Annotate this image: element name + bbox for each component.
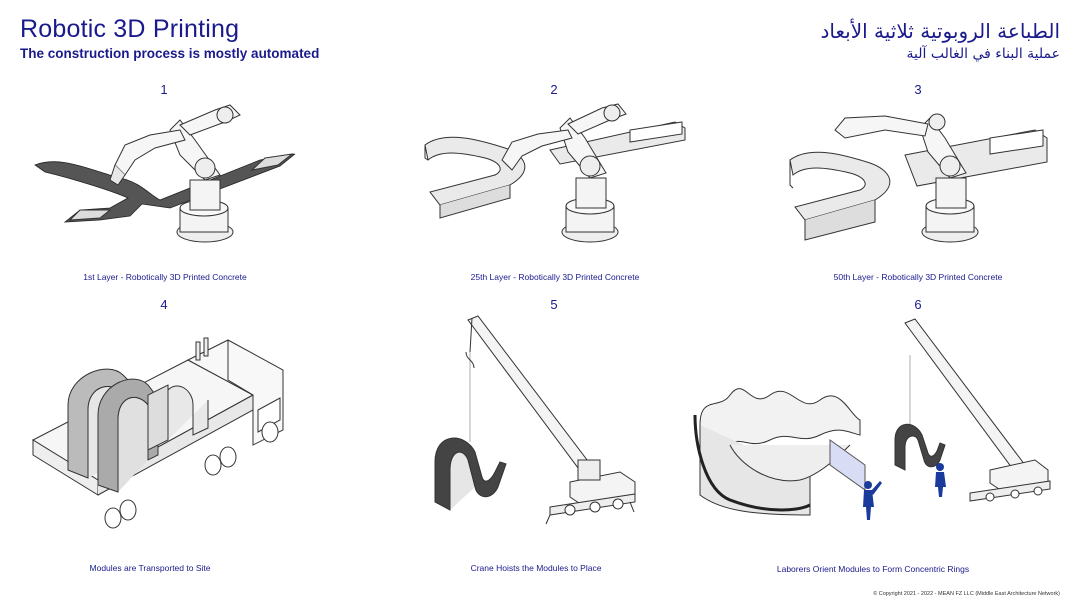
step-number-2: 2: [550, 82, 558, 97]
page-title-arabic: الطباعة الروبوتية ثلاثية الأبعاد: [820, 19, 1060, 43]
page-subtitle-arabic: عملية البناء في الغالب آلية: [906, 46, 1060, 62]
caption-step-5: Crane Hoists the Modules to Place: [470, 563, 602, 573]
caption-step-2: 25th Layer - Robotically 3D Printed Conc…: [470, 272, 640, 282]
title-block-arabic: الطباعة الروبوتية ثلاثية الأبعاد عملية ا…: [821, 18, 1060, 62]
step-number-6: 6: [914, 297, 922, 312]
title-block: Robotic 3D Printing The construction pro…: [20, 14, 319, 61]
step-3-illustration: [789, 113, 1048, 243]
laborer-figures: [863, 463, 946, 520]
step-4-illustration: [31, 337, 284, 529]
page-subtitle: The construction process is mostly autom…: [20, 46, 320, 61]
step-5-illustration: [434, 315, 636, 525]
caption-step-1: 1st Layer - Robotically 3D Printed Concr…: [83, 272, 247, 282]
caption-step-6: Laborers Orient Modules to Form Concentr…: [776, 564, 970, 574]
step-2-illustration: [424, 103, 686, 243]
step-number-5: 5: [550, 297, 558, 312]
step-number-3: 3: [914, 82, 922, 97]
page-title: Robotic 3D Printing: [20, 15, 240, 43]
caption-step-3: 50th Layer - Robotically 3D Printed Conc…: [833, 272, 1003, 282]
step-number-1: 1: [160, 82, 168, 97]
step-number-4: 4: [160, 297, 168, 312]
step-6-illustration: [693, 318, 1051, 520]
caption-step-4: Modules are Transported to Site: [89, 563, 211, 573]
copyright-notice: © Copyright 2021 - 2022 - MEAN FZ LLC (M…: [873, 591, 1060, 597]
step-1-illustration: [34, 104, 296, 243]
